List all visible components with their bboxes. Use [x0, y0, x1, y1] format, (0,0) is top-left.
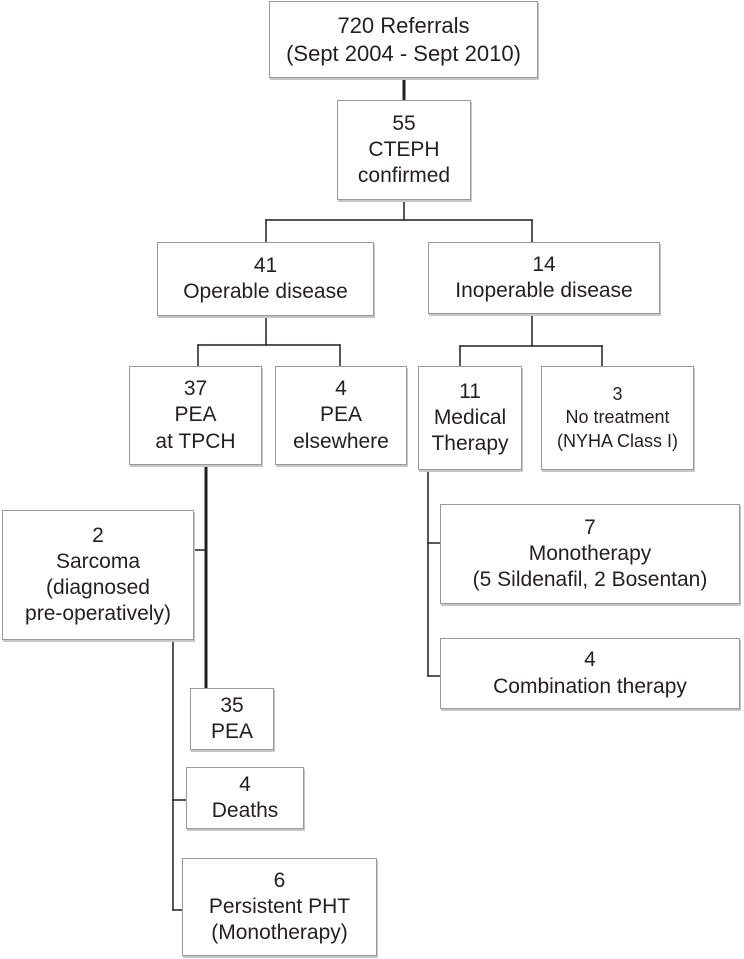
- combination-label: Combination therapy: [493, 674, 687, 698]
- pea-tpch-line2: at TPCH: [155, 429, 236, 453]
- pea-label: PEA: [210, 720, 254, 743]
- box-pea-elsewhere: 4 PEA elsewhere: [275, 366, 407, 465]
- persistent-count: 6: [273, 868, 286, 892]
- box-inoperable-disease: 14 Inoperable disease: [428, 242, 660, 314]
- no-treatment-count: 3: [612, 383, 623, 404]
- box-persistent-pht: 6 Persistent PHT (Monotherapy): [182, 858, 377, 956]
- pea-count: 35: [220, 693, 244, 717]
- deaths-label: Deaths: [211, 799, 279, 822]
- box-pea: 35 PEA: [190, 688, 274, 750]
- persistent-line2: (Monotherapy): [211, 921, 348, 945]
- inoperable-count: 14: [532, 252, 556, 276]
- box-deaths: 4 Deaths: [186, 767, 304, 829]
- deaths-count: 4: [239, 772, 251, 796]
- operable-count: 41: [253, 253, 278, 277]
- box-sarcoma: 2 Sarcoma (diagnosed pre-operatively): [2, 510, 194, 640]
- confirmed-line2: confirmed: [357, 164, 451, 188]
- box-operable-disease: 41 Operable disease: [157, 242, 374, 316]
- persistent-line1: Persistent PHT: [208, 894, 351, 918]
- box-referrals: 720 Referrals (Sept 2004 - Sept 2010): [269, 1, 538, 78]
- sarcoma-line1: Sarcoma: [55, 549, 141, 573]
- box-no-treatment: 3 No treatment (NYHA Class I): [541, 366, 694, 470]
- pea-tpch-line1: PEA: [174, 403, 217, 427]
- medical-line1: Medical: [433, 405, 507, 429]
- operable-label: Operable disease: [183, 280, 348, 303]
- sarcoma-line3: pre-operatively): [25, 602, 171, 626]
- pea-elsewhere-line1: PEA: [319, 403, 363, 427]
- referrals-period: (Sept 2004 - Sept 2010): [286, 40, 521, 66]
- confirmed-line1: CTEPH: [368, 137, 440, 161]
- box-cteph-confirmed: 55 CTEPH confirmed: [337, 100, 471, 200]
- monotherapy-line2: (5 Sildenafil, 2 Bosentan): [472, 568, 708, 592]
- box-combination-therapy: 4 Combination therapy: [440, 638, 740, 709]
- sarcoma-line2: (diagnosed: [46, 576, 150, 599]
- combination-count: 4: [584, 648, 596, 672]
- referrals-count: 720 Referrals: [337, 13, 470, 39]
- pea-elsewhere-line2: elsewhere: [293, 429, 389, 453]
- box-pea-tpch: 37 PEA at TPCH: [129, 366, 262, 465]
- monotherapy-line1: Monotherapy: [528, 541, 652, 565]
- pea-elsewhere-count: 4: [335, 377, 347, 401]
- box-medical-therapy: 11 Medical Therapy: [418, 366, 522, 470]
- box-monotherapy: 7 Monotherapy (5 Sildenafil, 2 Bosentan): [440, 504, 740, 604]
- no-treatment-line1: No treatment: [565, 407, 670, 428]
- monotherapy-count: 7: [584, 515, 596, 539]
- pea-tpch-count: 37: [183, 377, 208, 401]
- sarcoma-count: 2: [92, 523, 104, 547]
- no-treatment-line2: (NYHA Class I): [556, 430, 679, 451]
- medical-count: 11: [459, 379, 481, 403]
- confirmed-count: 55: [392, 111, 416, 135]
- medical-line2: Therapy: [431, 432, 509, 456]
- inoperable-label: Inoperable disease: [455, 279, 633, 302]
